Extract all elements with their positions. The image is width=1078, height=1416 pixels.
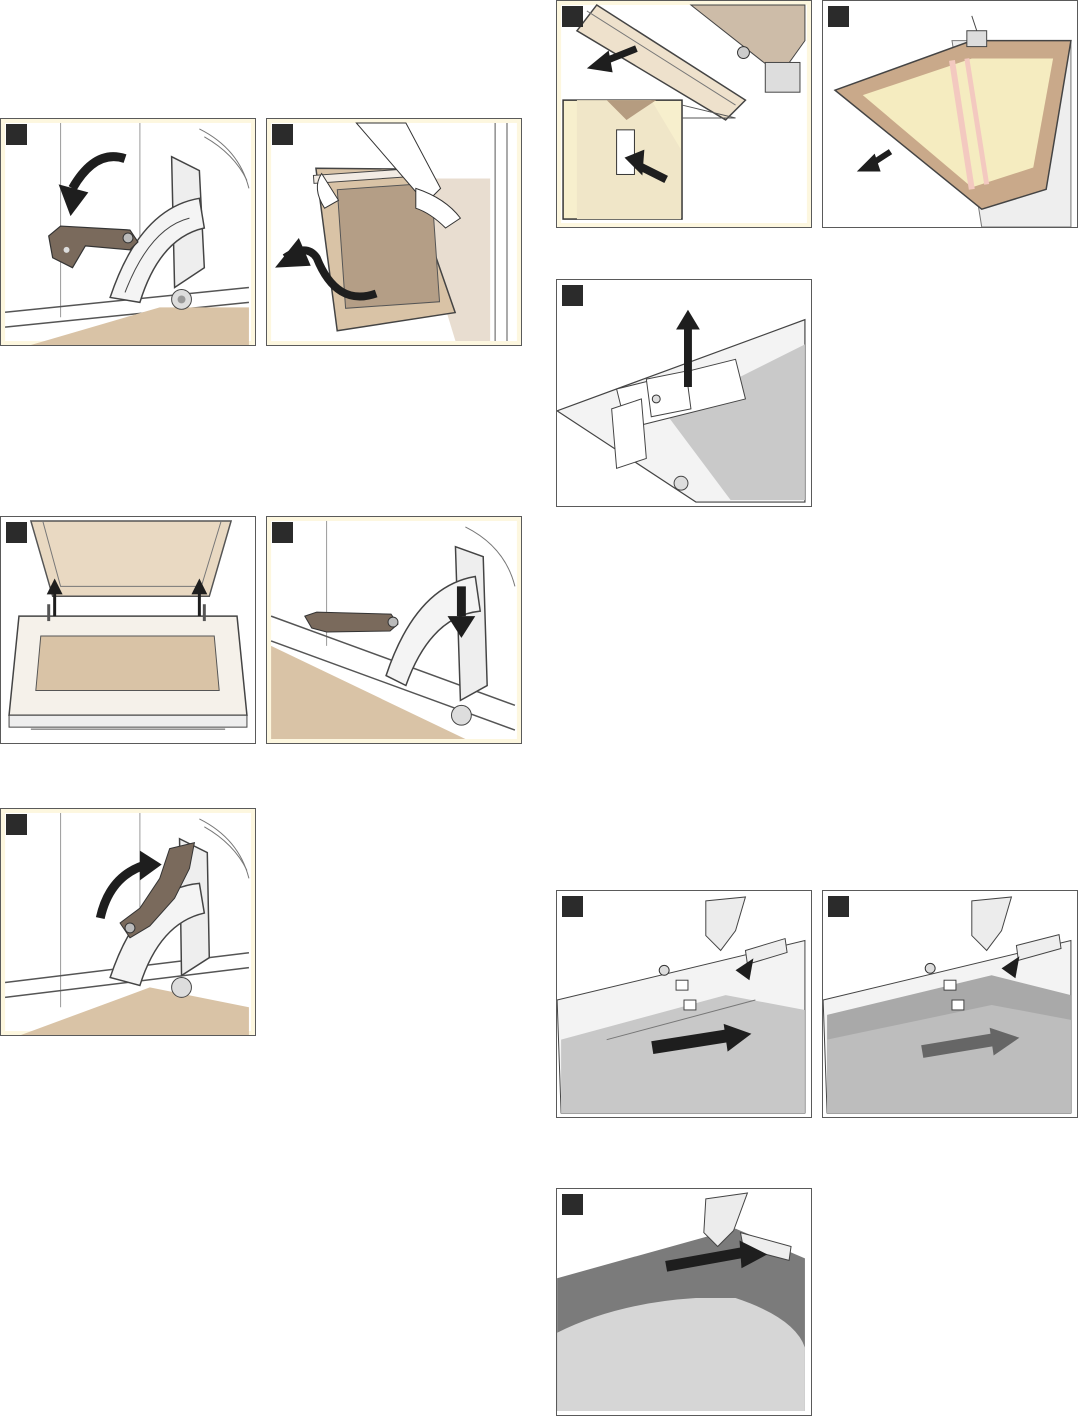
step-marker <box>272 522 293 543</box>
figure-pull-glass <box>822 0 1078 228</box>
step-marker <box>828 6 849 27</box>
door-insert-icon <box>1 517 255 743</box>
glass-pull-icon <box>823 1 1077 227</box>
figure-insert-glass-b <box>822 890 1078 1118</box>
step-marker <box>562 896 583 917</box>
figure-release-cover-strip <box>556 0 812 228</box>
step-marker <box>6 814 27 835</box>
clip-lift-icon <box>557 280 811 506</box>
step-marker <box>562 285 583 306</box>
figure-insert-glass-a <box>556 890 812 1118</box>
cover-strip-release-icon <box>557 1 811 227</box>
glass-insert-icon <box>557 891 811 1117</box>
figure-lift-clip <box>556 279 812 507</box>
step-marker <box>562 6 583 27</box>
step-marker <box>6 124 27 145</box>
step-marker <box>562 1194 583 1215</box>
figure-engage-hinge <box>266 516 522 744</box>
figure-open-hinge-lever <box>0 118 256 346</box>
step-marker <box>272 124 293 145</box>
figure-lift-door <box>266 118 522 346</box>
figure-insert-door <box>0 516 256 744</box>
door-remove-icon <box>267 119 521 345</box>
hinge-press-icon <box>267 517 521 743</box>
step-marker <box>828 896 849 917</box>
figure-close-hinge-lever <box>0 808 256 1036</box>
step-marker <box>6 522 27 543</box>
hinge-lever-up-icon <box>1 809 255 1035</box>
glass-insert-icon <box>823 891 1077 1117</box>
glass-slide-icon <box>557 1189 811 1415</box>
hinge-lever-down-icon <box>1 119 255 345</box>
figure-slide-outer-glass <box>556 1188 812 1416</box>
